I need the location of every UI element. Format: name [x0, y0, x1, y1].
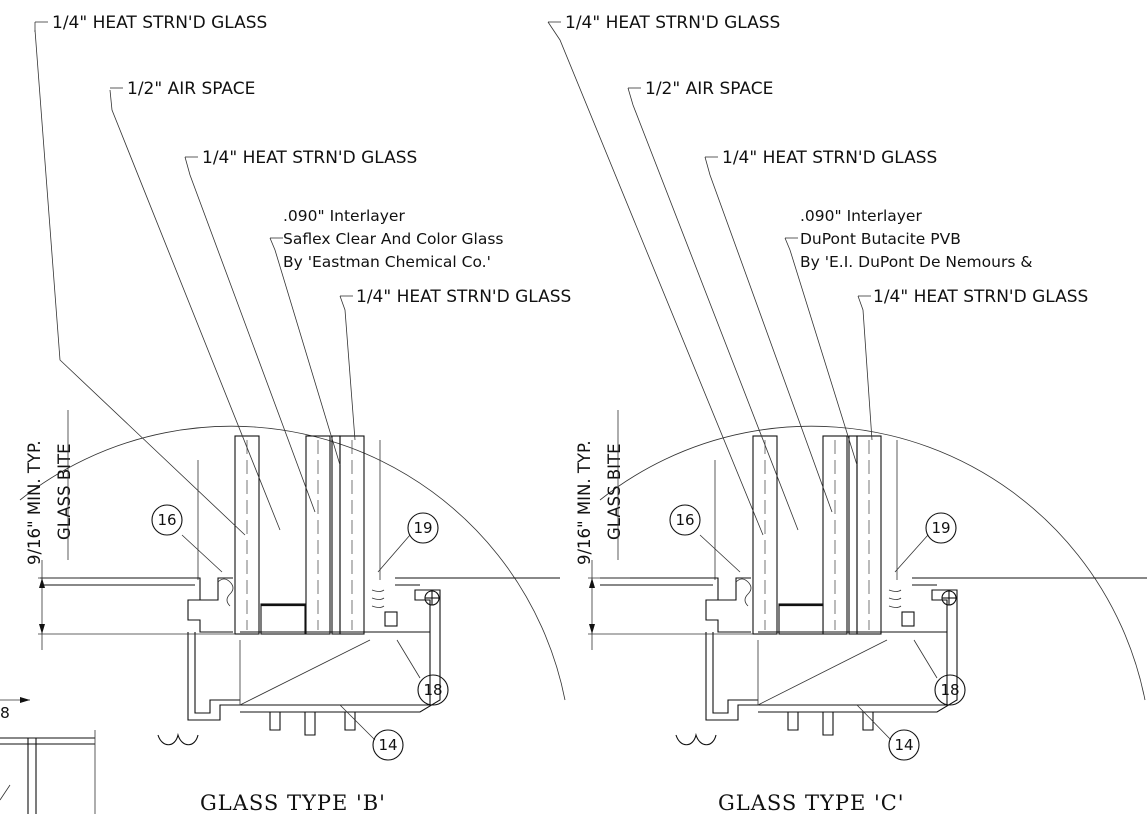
detail-c-callout-16: 16: [669, 504, 701, 536]
detail-b: 9/16" MIN. TYP. GLASS BITE 16 19 18 14 1…: [19, 13, 571, 814]
detail-b-glass-panes: [197, 435, 381, 635]
svg-text:14: 14: [894, 736, 913, 754]
svg-text:18: 18: [423, 681, 442, 699]
detail-c-glass-panes: [714, 435, 898, 635]
detail-b-inner-glass-1-label: 1/4" HEAT STRN'D GLASS: [202, 148, 417, 168]
svg-text:18: 18: [940, 681, 959, 699]
detail-b-inner-glass-2-label: 1/4" HEAT STRN'D GLASS: [356, 287, 571, 307]
detail-b-callout-14: 14: [372, 729, 404, 761]
detail-c-boundary-arc: [599, 425, 1146, 701]
detail-b-gaskets: [217, 578, 398, 627]
detail-c-inner-glass-2-label: 1/4" HEAT STRN'D GLASS: [873, 287, 1088, 307]
detail-b-title: GLASS TYPE 'B': [200, 791, 386, 814]
svg-text:19: 19: [413, 519, 432, 537]
detail-c-dim-line1: 9/16" MIN. TYP.: [575, 440, 594, 565]
detail-b-boundary-arc: [19, 425, 566, 701]
partial-dim-text: 8: [0, 704, 10, 722]
detail-c-inner-glass-1-label: 1/4" HEAT STRN'D GLASS: [722, 148, 937, 168]
detail-c-title: GLASS TYPE 'C': [718, 791, 905, 814]
detail-c-outer-glass-label: 1/4" HEAT STRN'D GLASS: [565, 13, 780, 33]
detail-b-interlayer-line1: .090" Interlayer: [283, 207, 405, 225]
detail-b-callout-18: 18: [417, 674, 449, 706]
detail-b-dim-line2: GLASS BITE: [55, 443, 74, 540]
partial-left-detail: 8: [0, 697, 96, 814]
detail-c-glass-bite-dimension: 9/16" MIN. TYP. GLASS BITE: [575, 410, 753, 650]
detail-c-mullion-frame: [600, 577, 1147, 746]
detail-b-interlayer-line3: By 'Eastman Chemical Co.': [283, 253, 491, 271]
detail-b-outer-glass-label: 1/4" HEAT STRN'D GLASS: [52, 13, 267, 33]
svg-text:16: 16: [157, 511, 176, 529]
svg-text:16: 16: [675, 511, 694, 529]
detail-c-gaskets: [735, 578, 915, 627]
detail-b-leaders: [34, 29, 421, 741]
detail-c-callout-14: 14: [888, 729, 920, 761]
detail-c-interlayer-line1: .090" Interlayer: [800, 207, 922, 225]
detail-b-glass-bite-dimension: 9/16" MIN. TYP. GLASS BITE: [25, 410, 235, 650]
detail-b-dim-line1: 9/16" MIN. TYP.: [25, 440, 44, 565]
svg-text:19: 19: [931, 519, 950, 537]
detail-b-callout-16: 16: [151, 504, 183, 536]
detail-b-mullion-frame: [40, 577, 560, 746]
detail-c-callout-18: 18: [934, 674, 966, 706]
detail-c-air-space-label: 1/2" AIR SPACE: [645, 79, 773, 99]
detail-c-interlayer-line3: By 'E.I. DuPont De Nemours &: [800, 253, 1032, 271]
detail-c-interlayer-line2: DuPont Butacite PVB: [800, 230, 961, 248]
detail-c-leaders: [547, 21, 938, 741]
detail-c-dim-line2: GLASS BITE: [605, 443, 624, 540]
detail-c-callout-19: 19: [925, 512, 957, 544]
svg-text:14: 14: [378, 736, 397, 754]
detail-b-air-space-label: 1/2" AIR SPACE: [127, 79, 255, 99]
detail-c: 9/16" MIN. TYP. GLASS BITE 16 19 18 14 1…: [547, 13, 1147, 814]
detail-b-callout-19: 19: [407, 512, 439, 544]
detail-b-interlayer-line2: Saflex Clear And Color Glass: [283, 230, 503, 248]
